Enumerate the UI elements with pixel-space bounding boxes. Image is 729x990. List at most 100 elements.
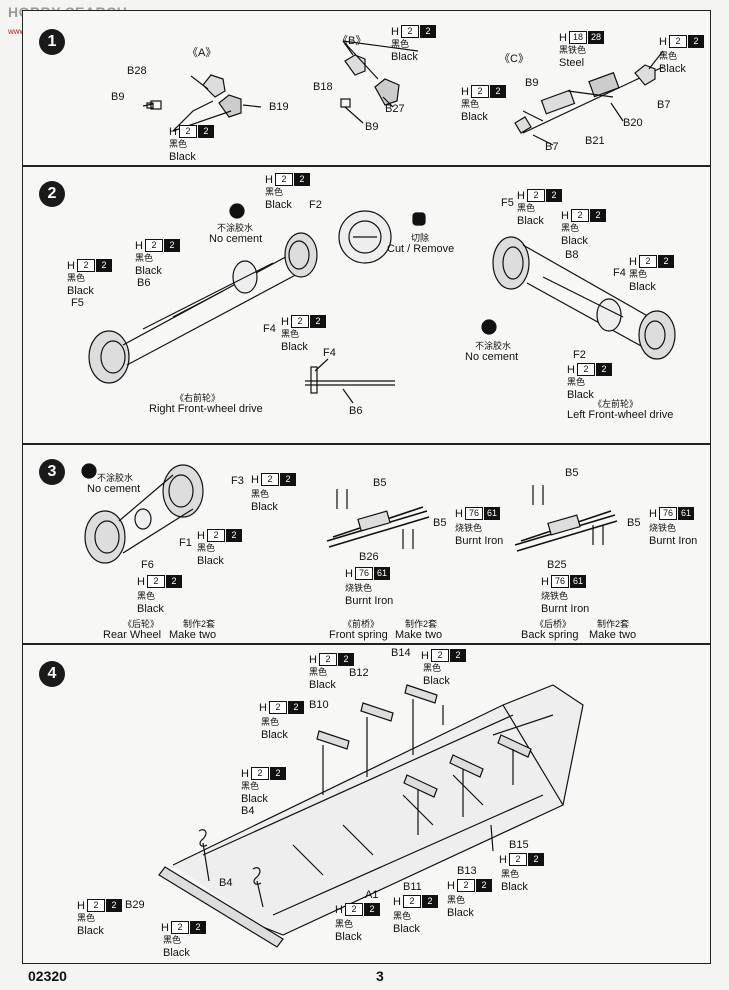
- paint-name-en: Black: [629, 281, 656, 293]
- paint-name-cn: 黑色: [77, 913, 96, 923]
- paint-name-cn: 黑色: [67, 273, 86, 283]
- group-c-label: 《C》: [499, 53, 529, 65]
- part-b8: B8: [565, 249, 579, 261]
- part-f4-detail: F4: [323, 347, 336, 359]
- paint-name-en: Black: [461, 111, 488, 123]
- paint-name-en: Black: [391, 51, 418, 63]
- paint-name-en: Steel: [559, 57, 585, 69]
- paint-name-en: Black: [135, 265, 162, 277]
- paint-name-cn: 黑色: [629, 269, 648, 279]
- paint-name-cn: 黑色: [241, 781, 260, 791]
- paint-name-en: Burnt Iron: [455, 535, 504, 547]
- caption-left-cn: 《左前轮》: [593, 399, 639, 409]
- paint-name-cn: 黑色: [335, 919, 354, 929]
- no-cement-icon: [481, 319, 497, 335]
- paint-name-en: Black: [241, 793, 268, 805]
- paint-name-cn: 烧铁色: [455, 523, 483, 533]
- paint-name-en: Black: [169, 151, 196, 163]
- part-b5: B5: [433, 517, 447, 529]
- caption-rear-en: Rear Wheel: [103, 629, 162, 641]
- paint-name-cn: 烧铁色: [345, 583, 373, 593]
- part-b12: B12: [349, 667, 369, 679]
- step-2-drawing: [88, 203, 676, 404]
- paint-name-en: Burnt Iron: [345, 595, 394, 607]
- part-f5: F5: [71, 297, 84, 309]
- paint-name-en: Black: [265, 199, 292, 211]
- part-b29: B29: [125, 899, 145, 911]
- part-b9-a: B9: [111, 91, 125, 103]
- step-1-drawing: [142, 40, 664, 146]
- paint-name-en: Black: [163, 947, 190, 959]
- paint-name-en: Burnt Iron: [541, 603, 590, 615]
- caption-front-en: Front spring: [329, 629, 388, 641]
- paint-name-en: Black: [67, 285, 94, 297]
- part-b9-b: B9: [365, 121, 379, 133]
- step-4-panel: 4 B14 B12 B10 B4 B29 B4 A1 B11 B13 B15 H…: [22, 644, 711, 964]
- paint-name-cn: 黑色: [265, 187, 284, 197]
- step-3-panel: 3 不涂胶水 No cement F3 F1 F6 B5 B5 B26 B5 B…: [22, 444, 711, 644]
- paint-name-en: Black: [335, 931, 362, 943]
- paint-name-cn: 黑色: [659, 51, 678, 61]
- no-cement-cn: 不涂胶水: [217, 223, 254, 233]
- no-cement-en: No cement: [209, 233, 263, 245]
- paint-name-cn: 黑色: [169, 139, 188, 149]
- part-b5: B5: [373, 477, 387, 489]
- paint-name-en: Black: [309, 679, 336, 691]
- part-b26: B26: [359, 551, 379, 563]
- paint-name-cn: 烧铁色: [541, 591, 569, 601]
- caption-make-cn: 制作2套: [597, 619, 630, 629]
- part-f5-left: F5: [501, 197, 514, 209]
- paint-name-cn: 黑色: [461, 99, 480, 109]
- paint-name-en: Black: [281, 341, 308, 353]
- step-3-number: 3: [39, 459, 65, 485]
- paint-name-cn: 黑铁色: [559, 45, 587, 55]
- part-f3: F3: [231, 475, 244, 487]
- part-b14: B14: [391, 647, 411, 659]
- caption-right-cn: 《右前轮》: [175, 393, 221, 403]
- paint-name-cn: 黑色: [309, 667, 328, 677]
- group-b-label: 《B》: [337, 35, 367, 47]
- caption-rear-cn: 《后轮》: [123, 619, 160, 629]
- paint-name-en: Black: [77, 925, 104, 937]
- paint-name-en: Black: [137, 603, 164, 615]
- part-b7-b: B7: [545, 141, 559, 153]
- part-b21: B21: [585, 135, 605, 147]
- step-3-drawing: [81, 463, 618, 564]
- part-b5: B5: [627, 517, 641, 529]
- paint-name-cn: 烧铁色: [649, 523, 677, 533]
- part-b11: B11: [403, 881, 422, 893]
- part-b28: B28: [127, 65, 147, 77]
- paint-name-cn: 黑色: [197, 543, 216, 553]
- cut-en: Cut / Remove: [387, 243, 455, 255]
- part-b6: B6: [137, 277, 151, 289]
- caption-make-en: Make two: [589, 629, 637, 641]
- no-cement-cn: 不涂胶水: [97, 473, 134, 483]
- caption-make-cn: 制作2套: [183, 619, 216, 629]
- paint-name-cn: 黑色: [561, 223, 580, 233]
- paint-name-cn: 黑色: [393, 911, 412, 921]
- step-4-drawing: [158, 684, 584, 948]
- paint-name-cn: 黑色: [251, 489, 270, 499]
- paint-name-cn: 黑色: [423, 663, 442, 673]
- part-f1: F1: [179, 537, 192, 549]
- paint-name-cn: 黑色: [517, 203, 536, 213]
- paint-name-cn: 黑色: [135, 253, 154, 263]
- caption-make-en: Make two: [169, 629, 217, 641]
- caption-back-cn: 《后桥》: [535, 619, 572, 629]
- paint-name-en: Black: [659, 63, 686, 75]
